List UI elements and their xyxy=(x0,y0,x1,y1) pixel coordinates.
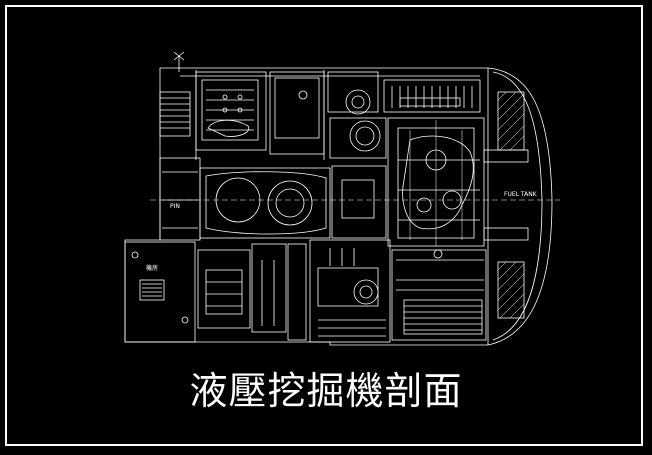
middle-section xyxy=(150,157,560,241)
drawing-caption: 液壓挖掘機剖面 xyxy=(189,369,463,413)
lower-right-room xyxy=(391,249,487,341)
drawing-frame xyxy=(5,5,643,446)
step-ladder xyxy=(159,51,191,137)
room-label: 機房 xyxy=(146,264,158,272)
lower-middle-room xyxy=(309,239,391,343)
left-small-label: PIN xyxy=(170,203,180,210)
lower-left-room xyxy=(124,241,307,343)
counterweight-blocks xyxy=(497,91,525,319)
upper-machinery xyxy=(180,70,481,160)
engine-cluster xyxy=(387,117,529,247)
right-small-label: FUEL TANK xyxy=(504,191,538,198)
body-outline xyxy=(124,67,553,346)
